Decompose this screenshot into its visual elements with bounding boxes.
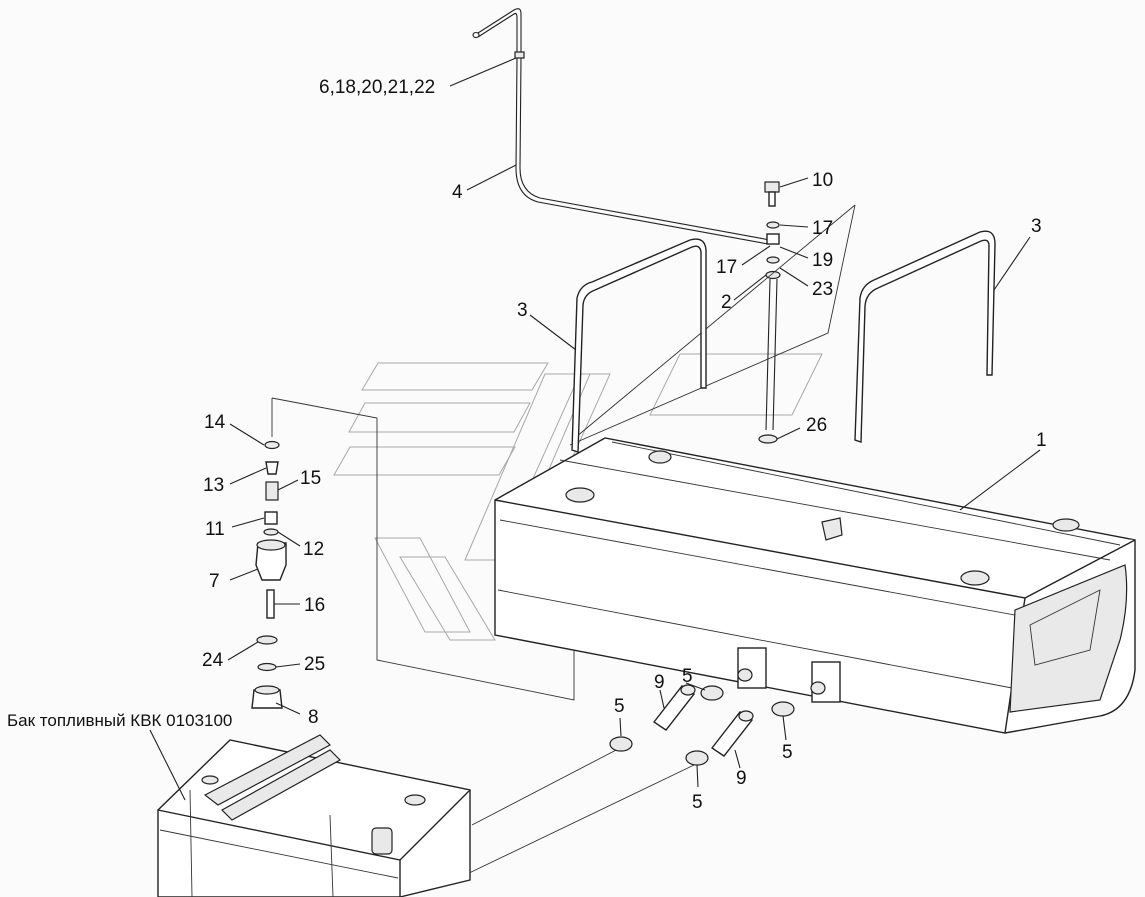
callout-labels: 6,18,20,21,22 4 10 17 17 19 2 23 3 3 14 … (7, 77, 1047, 813)
callout-17-lower: 17 (716, 257, 737, 278)
tube-clamp (514, 51, 525, 59)
explode-guides (271, 204, 856, 876)
callout-13: 13 (203, 475, 224, 496)
callout-26: 26 (806, 415, 827, 436)
reference-tank (157, 734, 471, 897)
washer-26 (758, 434, 778, 444)
callout-10: 10 (812, 170, 833, 191)
strap-left (571, 238, 707, 453)
callout-3-right: 3 (1031, 216, 1042, 237)
caption-tank-name: Бак топливный КВК 0103100 (7, 711, 232, 730)
callout-17-upper: 17 (812, 218, 833, 239)
callout-9-b: 9 (736, 768, 747, 789)
fuel-tank-main (494, 437, 1136, 734)
callout-8: 8 (308, 707, 319, 728)
callout-3-left: 3 (517, 300, 528, 321)
leader-lines (149, 57, 1041, 801)
callout-6-18-20-21-22: 6,18,20,21,22 (319, 77, 435, 98)
callout-14: 14 (204, 412, 226, 433)
callout-12: 12 (303, 539, 324, 560)
strap-right (854, 230, 996, 443)
callout-23: 23 (812, 279, 833, 300)
callout-5-c: 5 (692, 792, 703, 813)
drain-valve-stack (251, 440, 287, 709)
callout-15: 15 (300, 468, 321, 489)
hose-clamps (609, 684, 795, 766)
callout-25: 25 (304, 654, 325, 675)
callout-11: 11 (205, 519, 225, 540)
callout-19: 19 (812, 250, 833, 271)
callout-16: 16 (304, 595, 325, 616)
vent-tube (472, 8, 771, 245)
callout-24: 24 (202, 650, 224, 671)
callout-4: 4 (452, 182, 463, 203)
callout-7: 7 (209, 571, 220, 592)
callout-5-b: 5 (682, 666, 693, 687)
callout-5-d: 5 (782, 742, 793, 763)
filler-pipe-assembly (758, 181, 781, 444)
callout-1: 1 (1036, 430, 1047, 451)
callout-9-a: 9 (654, 672, 665, 693)
callout-5-a: 5 (614, 696, 625, 717)
bolt-head (764, 181, 780, 193)
callout-2: 2 (721, 292, 732, 313)
